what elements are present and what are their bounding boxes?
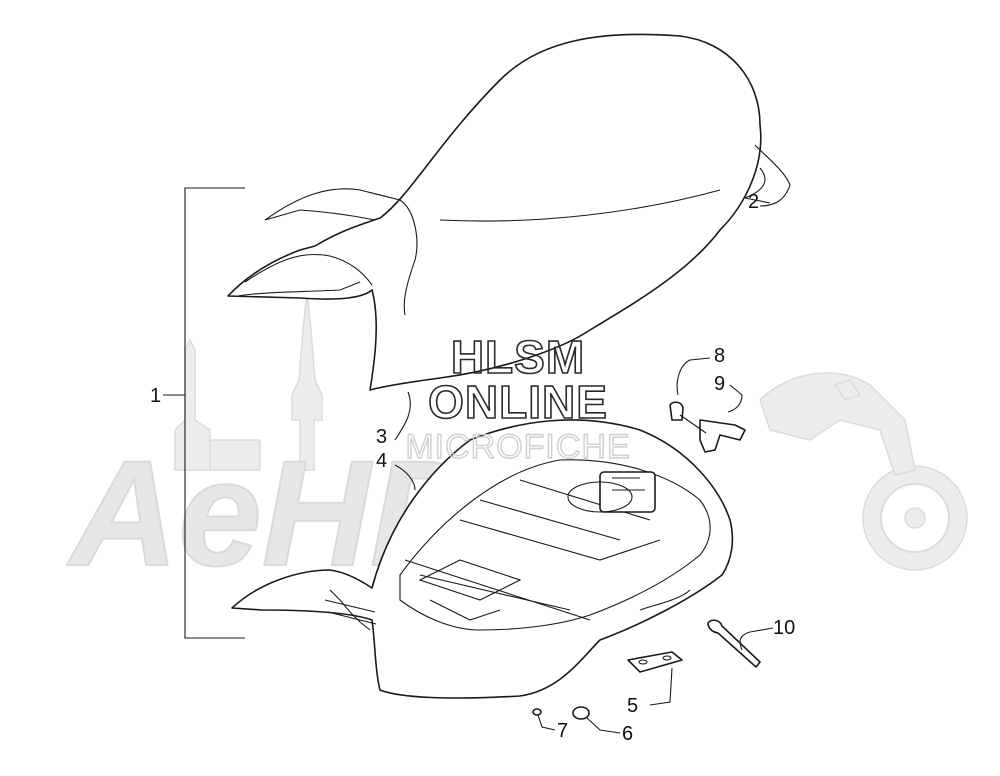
callout-9: 9 (714, 373, 725, 395)
storage-latch-box (599, 471, 656, 513)
seat-latch-spring (707, 619, 761, 668)
church-spire-icon (174, 291, 323, 471)
callout-3: 3 (376, 426, 387, 448)
callout-10: 10 (773, 617, 795, 639)
watermark-text: HLSM ONLINE MICROFICHE (405, 330, 631, 467)
callouts: 1 2 3 4 5 6 7 8 9 10 (150, 191, 795, 745)
watermark-line1: HLSM (451, 331, 585, 383)
seat-base-tray (231, 419, 734, 699)
rubber-bumper-plate (627, 651, 683, 673)
seat-cushion (227, 33, 791, 391)
callout-7: 7 (557, 720, 568, 742)
callout-4: 4 (376, 450, 387, 472)
callout-5: 5 (627, 695, 638, 717)
watermark-line3: MICROFICHE (405, 428, 630, 466)
callout-1: 1 (150, 385, 161, 407)
callout-2: 2 (748, 191, 759, 213)
motorcycle-silhouette-icon (759, 372, 968, 571)
leader-lines (163, 167, 774, 734)
watermark-line2: ONLINE (428, 376, 608, 428)
latch-bracket (669, 401, 746, 453)
grommet (572, 706, 590, 720)
callout-6: 6 (622, 723, 633, 745)
callout-8: 8 (714, 345, 725, 367)
pin (532, 708, 542, 716)
